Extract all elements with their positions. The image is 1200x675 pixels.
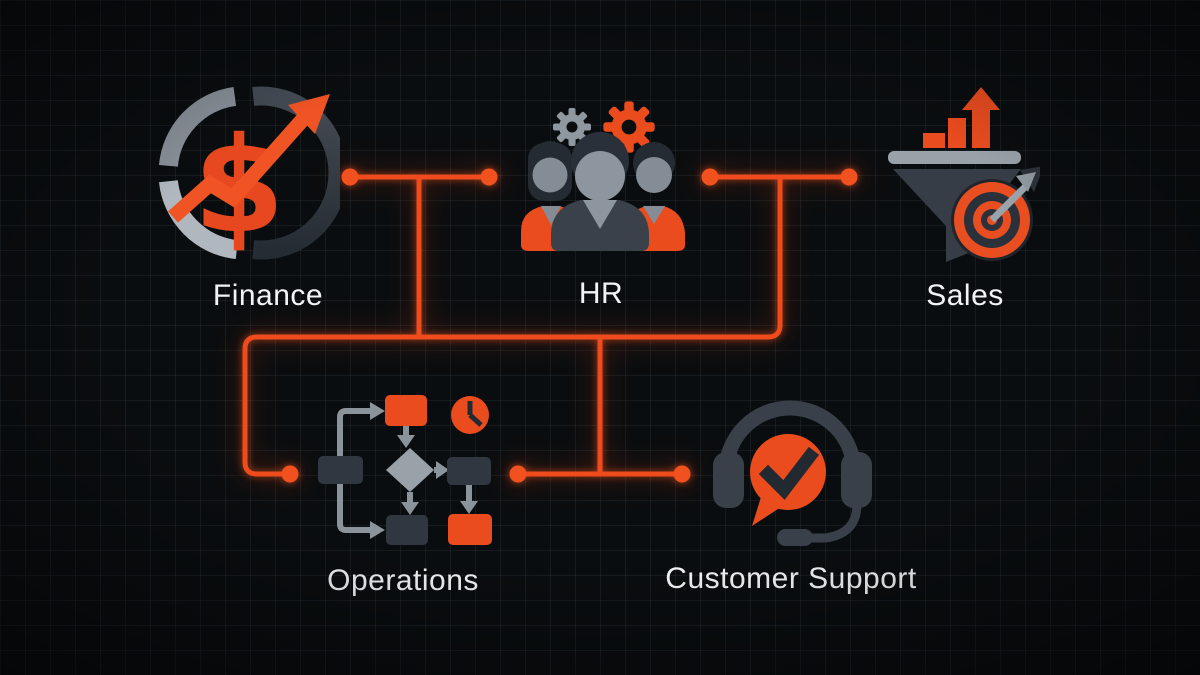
dot-sales bbox=[840, 168, 858, 186]
dot-operations-left bbox=[281, 465, 299, 483]
customer-support-label: Customer Support bbox=[665, 562, 917, 595]
operations-label: Operations bbox=[327, 564, 479, 597]
dot-hr-right bbox=[701, 168, 719, 186]
growth-bars bbox=[923, 87, 1000, 148]
dot-support-left bbox=[673, 465, 691, 483]
finance-label: Finance bbox=[212, 279, 324, 312]
dot-operations-right bbox=[509, 465, 527, 483]
flow-step-bottom bbox=[386, 515, 428, 545]
clock-icon bbox=[451, 396, 489, 434]
flow-step-orange-bottom bbox=[448, 514, 492, 545]
sales-label: Sales bbox=[926, 279, 1004, 312]
mic-boom bbox=[800, 499, 862, 543]
flow-decision-diamond bbox=[386, 448, 434, 492]
dot-finance bbox=[341, 168, 359, 186]
headset-chat-check-icon bbox=[713, 400, 872, 546]
team-with-gears-icon bbox=[521, 101, 685, 251]
funnel-bars-target-icon bbox=[888, 87, 1040, 262]
flow-step-left bbox=[318, 456, 363, 484]
dollar-growth-chart-icon: $ bbox=[158, 86, 340, 263]
flow-step-orange-top bbox=[385, 395, 427, 426]
flow-step-right bbox=[447, 457, 491, 485]
flowchart-clock-icon bbox=[318, 395, 492, 545]
funnel-rim bbox=[888, 151, 1021, 164]
hr-label: HR bbox=[578, 277, 624, 310]
dot-hr-left bbox=[480, 168, 498, 186]
mic-tip bbox=[777, 529, 813, 546]
chat-bubble-check bbox=[750, 434, 826, 526]
ear-cup-left bbox=[713, 452, 744, 508]
